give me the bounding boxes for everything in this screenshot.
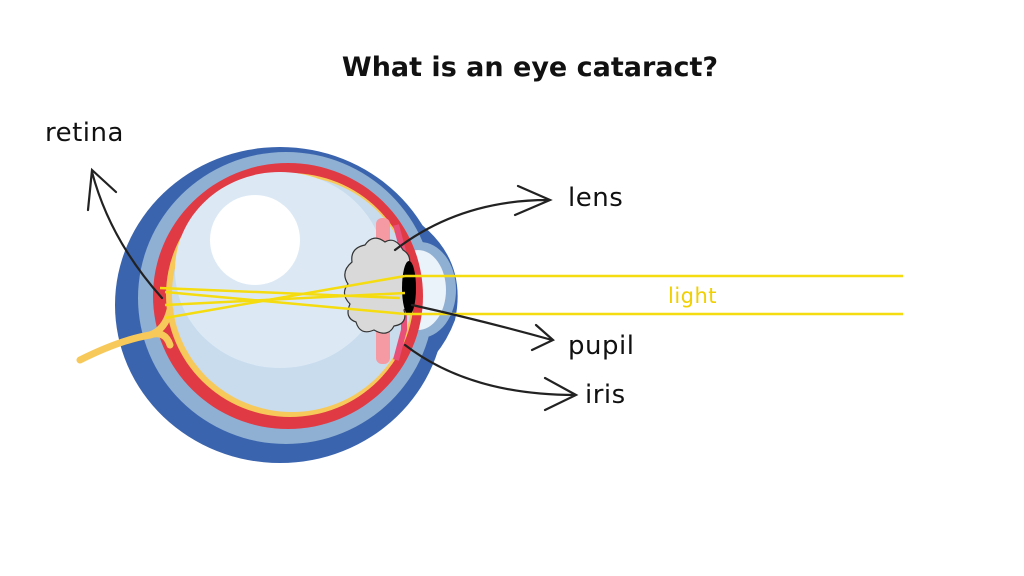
eyeball xyxy=(76,147,458,463)
annotation-arrows xyxy=(86,167,579,412)
lens-arrow xyxy=(393,184,553,252)
iris-arrow xyxy=(403,343,579,412)
pupil xyxy=(402,261,416,315)
label-pupil: pupil xyxy=(568,331,635,361)
label-iris: iris xyxy=(585,380,626,410)
light-rays xyxy=(159,274,903,320)
refracted-ray xyxy=(164,290,406,316)
label-retina: retina xyxy=(45,118,124,148)
label-light: light xyxy=(668,284,718,308)
diagram-title: What is an eye cataract? xyxy=(341,52,719,83)
pupil-arrow xyxy=(410,303,555,352)
optic-nerve xyxy=(76,306,174,364)
retina-arrow xyxy=(86,167,164,300)
reflection-highlight xyxy=(210,195,300,285)
label-lens: lens xyxy=(568,183,624,213)
refracted-ray xyxy=(164,291,406,307)
refracted-ray xyxy=(159,286,401,300)
refracted-ray xyxy=(164,274,406,320)
